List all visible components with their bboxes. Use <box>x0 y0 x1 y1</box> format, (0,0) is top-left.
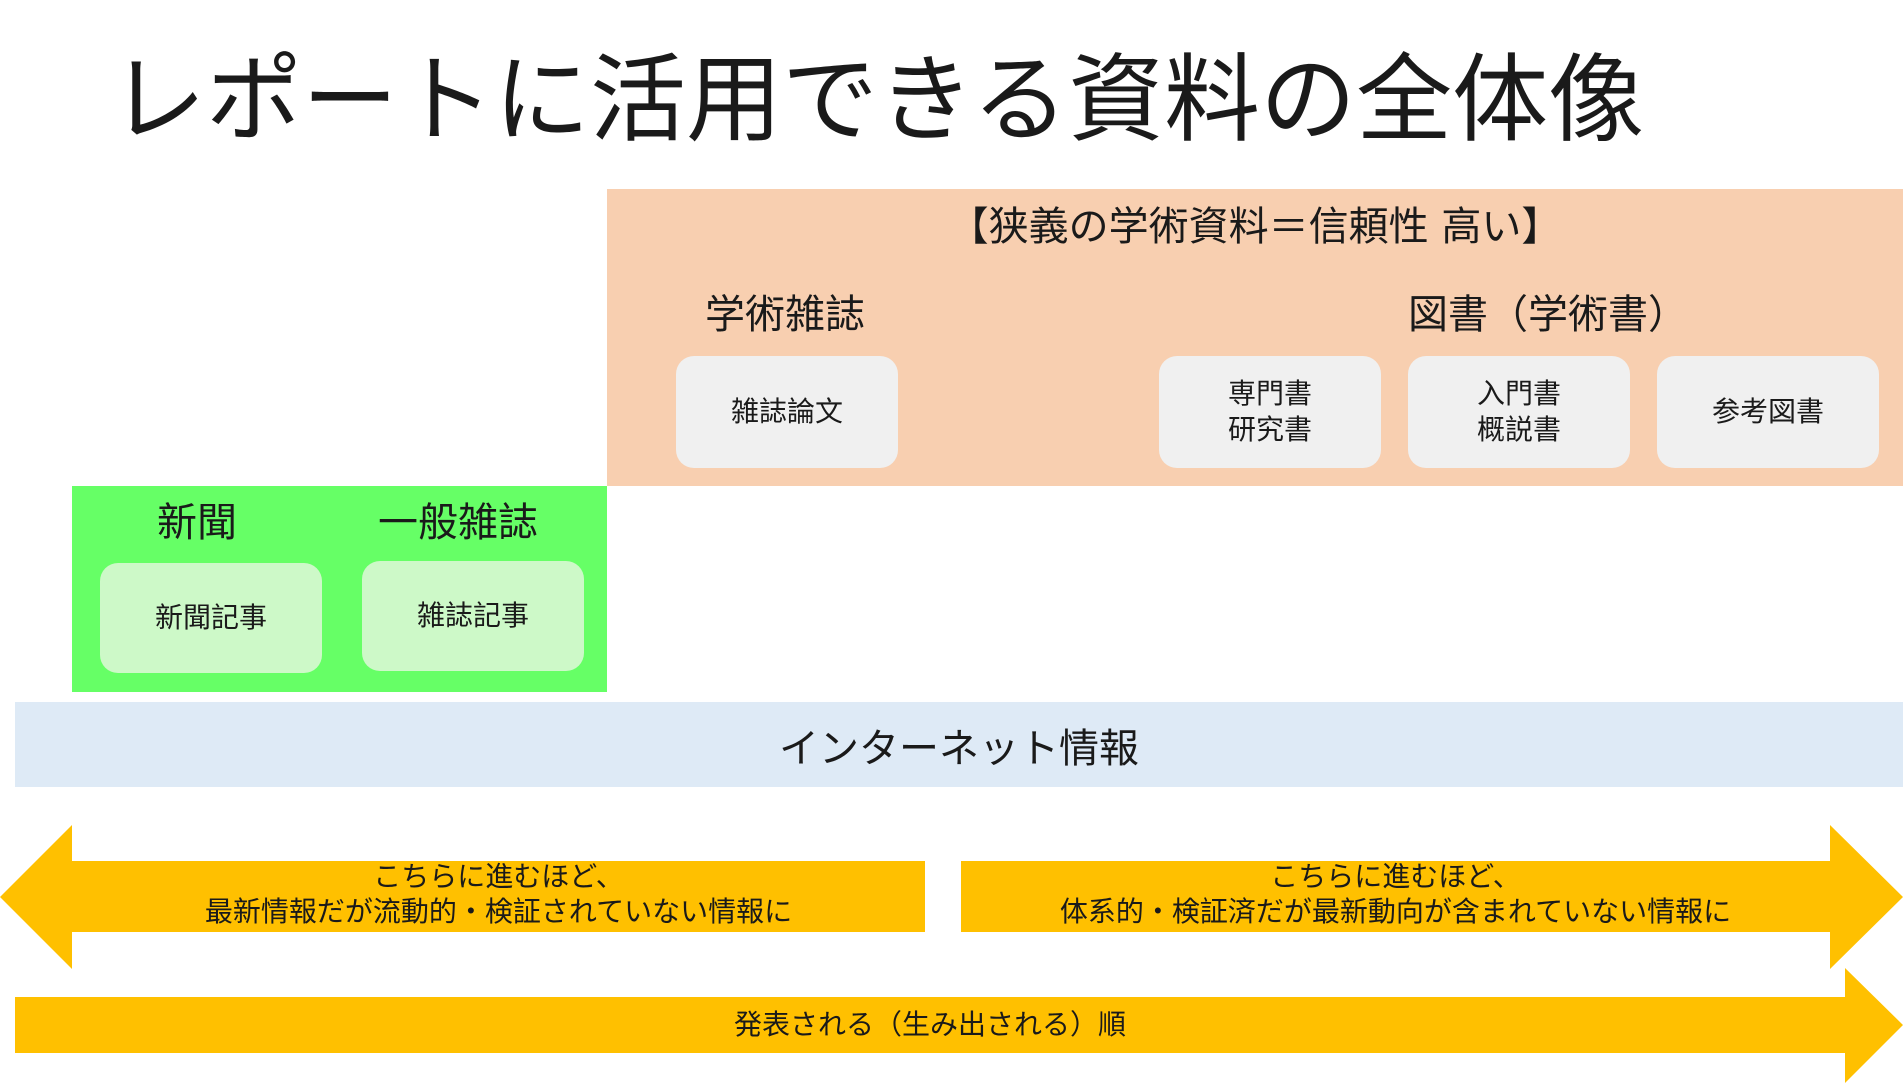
academic-journals-label: 学術雑誌 <box>705 292 865 338</box>
arrow-right-text: こちらに進むほど、 体系的・検証済だが最新動向が含まれていない情報に <box>1059 860 1732 928</box>
general-magazine-label: 一般雑誌 <box>378 500 538 546</box>
arrow-right-shape <box>961 825 1903 969</box>
arrow-bottom-shape <box>15 968 1903 1083</box>
academic-books-label: 図書（学術書） <box>1408 292 1688 338</box>
academic-materials-heading: 【狭義の学術資料＝信頼性 高い】 <box>948 204 1562 250</box>
card-journal-article: 雑誌論文 <box>676 356 898 468</box>
arrow-bottom-text: 発表される（生み出される）順 <box>733 1008 1126 1041</box>
internet-info-band: インターネット情報 <box>15 702 1903 787</box>
card-newspaper-article: 新聞記事 <box>100 563 322 673</box>
newspaper-label: 新聞 <box>157 500 237 546</box>
card-reference-books: 参考図書 <box>1657 356 1879 468</box>
card-introductory-books: 入門書 概説書 <box>1408 356 1630 468</box>
arrow-left-text: こちらに進むほど、 最新情報だが流動的・検証されていない情報に <box>204 860 793 928</box>
internet-info-label: インターネット情報 <box>779 725 1139 772</box>
page-title: レポートに活用できる資料の全体像 <box>110 44 1645 156</box>
card-specialized-books: 専門書 研究書 <box>1159 356 1381 468</box>
card-magazine-article: 雑誌記事 <box>362 561 584 671</box>
arrow-left-shape <box>0 825 925 969</box>
